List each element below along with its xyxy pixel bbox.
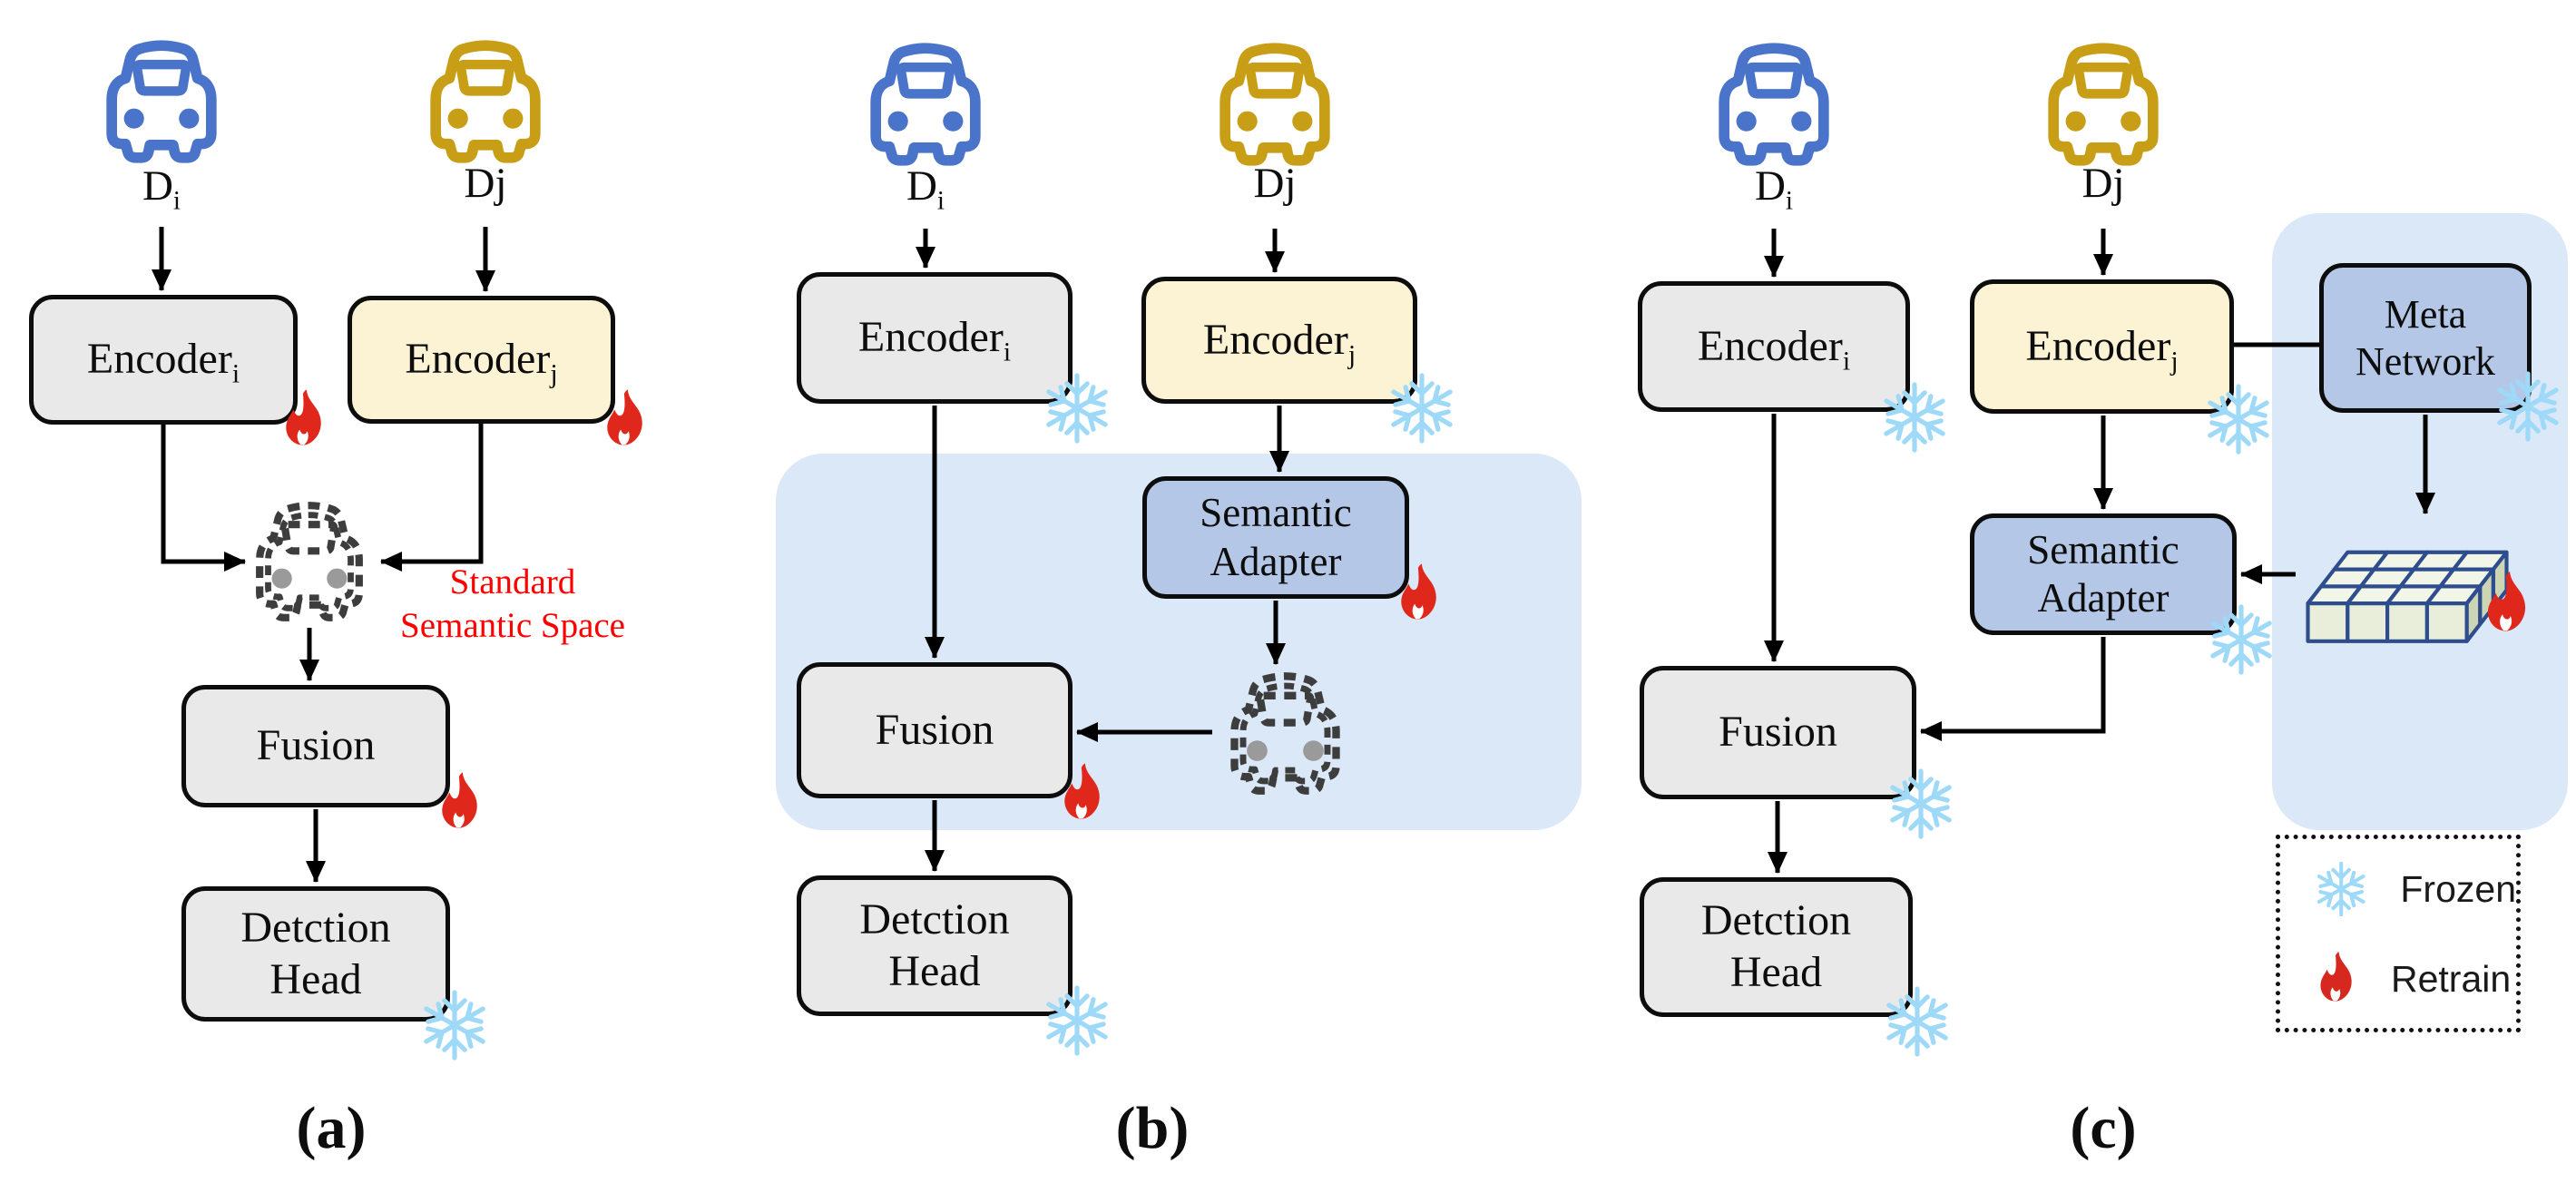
encoder-j-label: Encoderj [405,335,558,389]
standard-semantic-space-note: Standard Semantic Space [400,562,625,645]
fusion-label: Fusion [875,705,994,754]
encoder-j-box-c: Encoderj [1970,279,2234,414]
dataset-j-label-c: Dj [2081,160,2125,207]
fusion-label: Fusion [1719,708,1837,757]
car-icon-dataset-j-c [2040,41,2167,168]
dataset-i-label-a: Di [142,162,181,216]
semantic-space-car-icon-a [246,498,373,625]
snowflake-icon [2202,383,2275,455]
fusion-box-a: Fusion [181,685,450,807]
detection-head-box-b: Detction Head [797,875,1073,1016]
panel-a-label: (a) [296,1095,367,1161]
car-icon-dataset-i-a [98,38,225,165]
legend-retrain-label: Retrain [2391,957,2512,1000]
panel-c-label: (c) [2070,1095,2137,1161]
car-icon-dataset-j-b [1211,41,1338,168]
legend-frozen-label: Frozen [2400,867,2516,910]
encoder-j-label: Encoderj [1202,315,1357,370]
semantic-adapter-label: Semantic Adapter [2027,526,2179,621]
snowflake-icon [1386,372,1458,445]
detection-head-label: Detction Head [859,895,1010,995]
flame-icon [2313,951,2360,1007]
encoder-i-label: Encoderi [86,335,240,389]
snowflake-icon [2492,370,2564,443]
legend: Frozen Retrain [2276,835,2521,1032]
flame-icon [599,388,651,452]
semantic-space-car-icon-b [1220,669,1350,798]
flame-icon [1056,762,1109,826]
car-icon-dataset-j-a [422,38,549,165]
car-icon-dataset-i-c [1710,41,1837,168]
dataset-i-label-c: Di [1754,162,1794,216]
snowflake-icon [1041,984,1113,1057]
snowflake-icon [2205,603,2277,676]
encoder-i-box-c: Encoderi [1638,281,1910,412]
encoder-i-label: Encoderi [1697,321,1851,376]
car-icon-dataset-i-b [862,41,989,168]
encoder-i-label: Encoderi [857,313,1012,367]
semantic-adapter-label: Semantic Adapter [1200,490,1352,584]
dataset-i-label-b: Di [906,162,945,216]
detection-head-label: Detction Head [240,903,391,1003]
dataset-j-label-b: Dj [1253,160,1297,207]
legend-frozen-row: Frozen [2313,860,2516,918]
fusion-box-c: Fusion [1640,666,1916,799]
encoder-j-box-b: Encoderj [1141,277,1417,404]
encoder-j-label: Encoderj [2025,321,2179,376]
legend-retrain-row: Retrain [2313,951,2516,1007]
meta-network-box-c: Meta Network [2319,263,2532,413]
flame-icon [434,771,486,835]
flame-icon [278,388,330,452]
panel-b-label: (b) [1115,1095,1190,1161]
detection-head-label: Detction Head [1700,896,1852,996]
flame-icon [1393,562,1445,626]
encoder-i-box-a: Encoderi [29,295,298,425]
snowflake-icon [2313,860,2369,918]
encoder-j-box-a: Encoderj [348,296,615,424]
semantic-adapter-box-b: Semantic Adapter [1142,476,1409,599]
snowflake-icon [1885,767,1957,840]
semantic-adapter-box-c: Semantic Adapter [1970,513,2237,635]
meta-network-label: Meta Network [2356,291,2495,384]
fusion-box-b: Fusion [797,662,1073,798]
encoder-i-box-b: Encoderi [797,272,1073,404]
snowflake-icon [418,989,491,1061]
dataset-j-label-a: Dj [464,160,507,207]
flame-icon [2479,570,2535,639]
fusion-label: Fusion [256,721,376,770]
snowflake-icon [1878,381,1951,454]
snowflake-icon [1881,985,1954,1058]
detection-head-box-c: Detction Head [1640,877,1913,1017]
detection-head-box-a: Detction Head [181,886,450,1022]
snowflake-icon [1041,372,1113,445]
